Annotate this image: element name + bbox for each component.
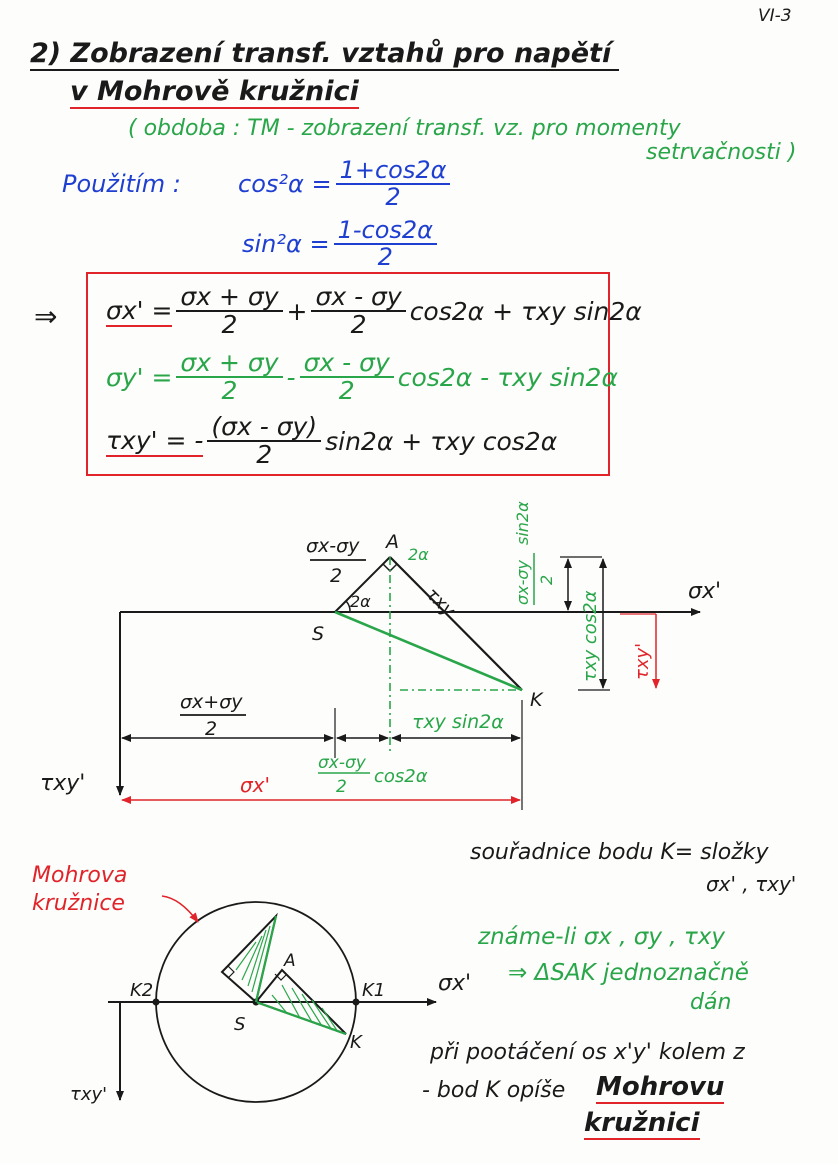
label-tau-axis-2: τxy': [70, 1084, 107, 1105]
rot-line-3-text: Mohrovu: [596, 1072, 725, 1104]
label-vert3: τxy': [632, 643, 653, 680]
label-s-2: S: [234, 1014, 245, 1035]
eq3-f1-num: (σx - σy): [207, 413, 322, 443]
sin-num: 1-cos2α: [333, 217, 437, 246]
label-k1: K1: [362, 980, 385, 1001]
triangle-upper: [220, 912, 278, 1004]
eq1-f1-num: σx + σy: [176, 283, 283, 313]
label-half-diff-den: 2: [330, 565, 342, 587]
eq2-f2-den: 2: [338, 376, 355, 406]
analogy-note-1: ( obdoba : TM - zobrazení transf. vz. pr…: [128, 116, 681, 141]
eq1-op: +: [286, 296, 308, 326]
page-subtitle: v Mohrově kružnici: [70, 76, 359, 109]
edge-a-k: [389, 556, 523, 691]
label-cos-term-den: 2: [336, 777, 347, 797]
label-half-sum-num: σx+σy: [180, 691, 243, 713]
known-line-2: ⇒ ΔSAK jednoznačně: [508, 960, 749, 986]
page-title: 2) Zobrazení transf. vztahů pro napětí: [30, 38, 620, 71]
title-line-1: 2) Zobrazení transf. vztahů pro napětí: [30, 38, 620, 71]
eq2-f1-num: σx + σy: [176, 349, 283, 379]
eq1-f2-num: σx - σy: [311, 283, 406, 313]
rot-line-4: kružnici: [584, 1108, 700, 1140]
label-k: K: [530, 689, 544, 711]
label-sigma-axis-1: σx': [688, 579, 721, 604]
label-tau-edge: τxy: [421, 584, 459, 622]
rot-line-2: - bod K opíše: [422, 1078, 566, 1103]
eq2-lhs: σy' =: [106, 362, 173, 392]
label-vert1-tail: sin2α: [513, 501, 532, 545]
rot-line-1: při pootáčení os x'y' kolem z: [430, 1040, 745, 1065]
label-angle-a: 2α: [408, 545, 429, 564]
cos-num: 1+cos2α: [335, 157, 451, 186]
label-sigma-prime: σx': [240, 773, 270, 797]
page-number: VI-3: [758, 6, 792, 26]
mohr-label-line-1: Mohrova: [32, 863, 128, 888]
right-angle-mark-3: [227, 965, 235, 979]
eq2-op: -: [286, 362, 296, 392]
coords-line-1: souřadnice bodu K= složky: [470, 840, 769, 865]
label-tau-sin: τxy sin2α: [412, 711, 504, 733]
sin-lhs: sin²α =: [242, 230, 330, 259]
label-half-diff-num: σx-σy: [306, 535, 360, 557]
equation-tau-xy: τxy' = - (σx - σy)2 sin2α + τxy cos2α: [106, 413, 558, 470]
right-angle-mark-2: [274, 973, 288, 981]
coords-line-2: σx' , τxy': [706, 872, 797, 896]
hatch-lower: [271, 984, 339, 1033]
edge-s-k: [334, 610, 523, 692]
sin-den: 2: [377, 243, 393, 272]
label-sigma-axis-2: σx': [438, 971, 471, 996]
eq2-f2-num: σx - σy: [299, 349, 394, 379]
label-angle-s: 2α: [350, 592, 371, 611]
analogy-note-2: setrvačnosti ): [646, 140, 797, 165]
label-cos-term-num: σx-σy: [318, 753, 367, 773]
eq3-tail: sin2α + τxy cos2α: [325, 426, 558, 456]
mohr-radius-upper: [254, 915, 278, 1003]
edge-s-a: [334, 556, 391, 613]
rot-line-3: Mohrovu: [596, 1072, 725, 1104]
mohr-label-line-2: kružnice: [32, 891, 125, 916]
mohr-label-pointer: [161, 895, 199, 923]
eq2-tail: cos2α - τxy sin2α: [397, 362, 618, 392]
title-line-2: v Mohrově kružnici: [70, 76, 359, 109]
point-k1: [352, 998, 360, 1006]
eq3-f1-den: 2: [256, 440, 273, 470]
label-vert1-den: 2: [537, 575, 556, 585]
mohr-radius-k: [255, 1000, 347, 1036]
label-vert2: τxy cos2α: [580, 590, 601, 682]
label-a: A: [384, 531, 399, 553]
eq2-f1-den: 2: [221, 376, 238, 406]
known-line-3: dán: [690, 990, 732, 1015]
implies-arrow: ⇒: [34, 300, 58, 333]
mohr-circle-label: Mohrova kružnice: [32, 862, 127, 918]
label-tau-axis-1: τxy': [40, 771, 85, 796]
angle-arc-s: [345, 600, 351, 613]
eq1-tail: cos2α + τxy sin2α: [409, 296, 642, 326]
known-line-1: známe-li σx , σy , τxy: [478, 924, 726, 950]
label-cos-term-tail: cos2α: [374, 766, 428, 787]
label-a-2: A: [283, 951, 296, 971]
label-half-sum-den: 2: [205, 718, 217, 740]
point-k2: [152, 998, 160, 1006]
eq3-lhs: τxy' = -: [106, 425, 204, 457]
label-s: S: [312, 623, 324, 645]
eq1-f2-den: 2: [350, 310, 367, 340]
cos-den: 2: [385, 183, 401, 212]
hatch-upper: [235, 925, 271, 993]
cos-lhs: cos²α =: [238, 170, 332, 199]
eq1-lhs: σx' =: [106, 295, 173, 327]
label-k-2: K: [350, 1032, 363, 1053]
label-vert1-num: σx-σy: [513, 559, 532, 605]
label-k2: K2: [130, 980, 153, 1001]
using-label: Použitím :: [62, 170, 181, 198]
eq1-f1-den: 2: [221, 310, 238, 340]
rot-line-4-text: kružnici: [584, 1108, 700, 1140]
